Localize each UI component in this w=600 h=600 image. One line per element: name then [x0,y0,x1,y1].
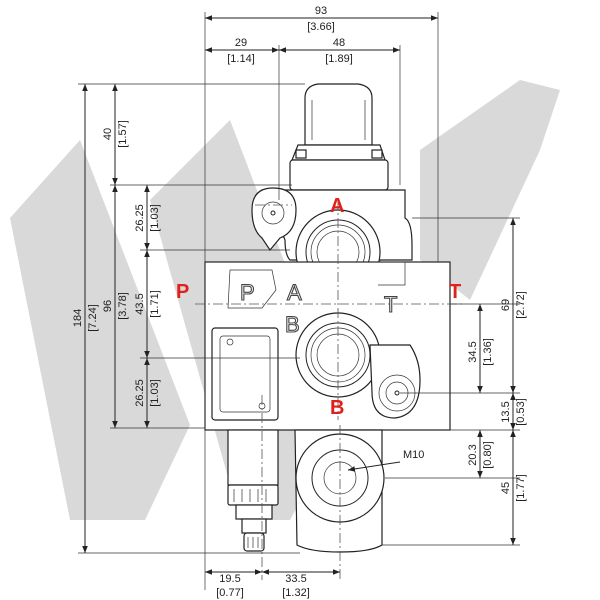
port-t-label: T [449,281,461,303]
right-dimensions: 69 [2.72] 34.5 [1.36] 13.5 [0.53] 20.3 [… [467,291,527,502]
top-dimensions: 93 [3.66] 29 [1.14] 48 [1.89] [227,5,353,65]
valve-body [204,83,451,553]
dimension-lines [82,15,516,575]
center-lines [195,200,465,580]
body-mark-a: A [287,280,302,305]
dim-text: 33.5 [285,573,306,585]
dim-text: 26.25 [134,379,146,407]
dim-text: [1.03] [149,204,161,232]
dim-text: [1.57] [117,120,129,148]
dim-text: [3.66] [307,21,335,33]
dim-text: 19.5 [219,573,240,585]
dim-text: 96 [102,300,114,312]
dim-text: [1.89] [325,53,353,65]
dim-text: 43.5 [134,293,146,314]
thread-label: M10 [403,449,424,461]
dim-text: [1.71] [149,290,161,318]
dim-text: [1.77] [515,474,527,502]
dim-text: [7.24] [87,304,99,332]
extension-lines [78,12,520,590]
dim-text: [1.14] [227,53,255,65]
body-marks: P A B T [239,279,398,337]
dim-text: 40 [102,128,114,140]
body-mark-t: T [384,292,397,317]
bottom-dimensions: 19.5 [0.77] 33.5 [1.32] [216,573,310,599]
port-labels: A B P T [176,195,461,419]
dim-text: [1.36] [482,338,494,366]
dim-text: [0.80] [482,441,494,469]
body-mark-b: B [285,312,300,337]
dim-text: 13.5 [500,401,512,422]
port-p-label: P [176,281,189,303]
dim-text: [0.77] [216,587,244,599]
dim-text: 20.3 [467,444,479,465]
dim-text: [2.72] [515,291,527,319]
dim-text: 29 [235,37,247,49]
dim-text: 93 [315,5,327,17]
dim-text: 48 [333,37,345,49]
left-dimensions: 184 [7.24] 40 [1.57] 26.25 [1.03] 96 [3.… [72,120,161,407]
body-mark-p: P [240,280,255,305]
dim-text: 26.25 [134,204,146,232]
dim-text: [1.03] [149,379,161,407]
dim-text: [3.78] [117,292,129,320]
port-b-label: B [330,397,344,419]
dim-text: 69 [500,299,512,311]
dim-text: 34.5 [467,341,479,362]
dim-text: [0.53] [515,398,527,426]
dim-text: 45 [500,482,512,494]
dim-text: 184 [72,309,84,327]
dim-text: [1.32] [282,587,310,599]
port-a-label: A [330,195,344,217]
